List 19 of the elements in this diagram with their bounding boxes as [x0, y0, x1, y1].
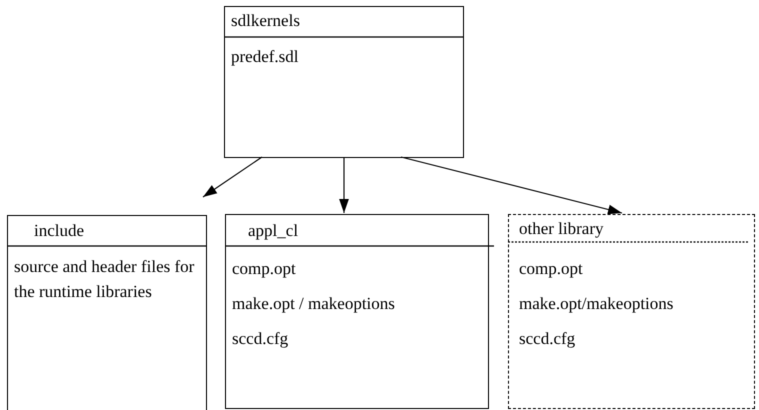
file-name: make.opt / makeoptions [232, 294, 395, 314]
file-name: comp.opt [232, 259, 296, 279]
box-heading: sdlkernels [231, 11, 300, 31]
file-name: sccd.cfg [232, 329, 288, 349]
file-name: source and header files for the runtime libraries [14, 256, 196, 303]
box-heading: appl_cl [248, 221, 298, 241]
library-box [508, 214, 755, 409]
arrow [202, 156, 262, 198]
library-box [225, 214, 489, 409]
file-name: make.opt/makeoptions [519, 294, 674, 314]
box-heading: other library [519, 219, 604, 239]
library-box [7, 215, 207, 410]
file-name: comp.opt [519, 259, 583, 279]
box-heading: include [34, 221, 84, 241]
file-name: sccd.cfg [519, 329, 576, 349]
arrow [339, 157, 349, 213]
arrow [400, 156, 622, 214]
file-name: predef.sdl [231, 47, 299, 67]
library-box [224, 6, 464, 158]
